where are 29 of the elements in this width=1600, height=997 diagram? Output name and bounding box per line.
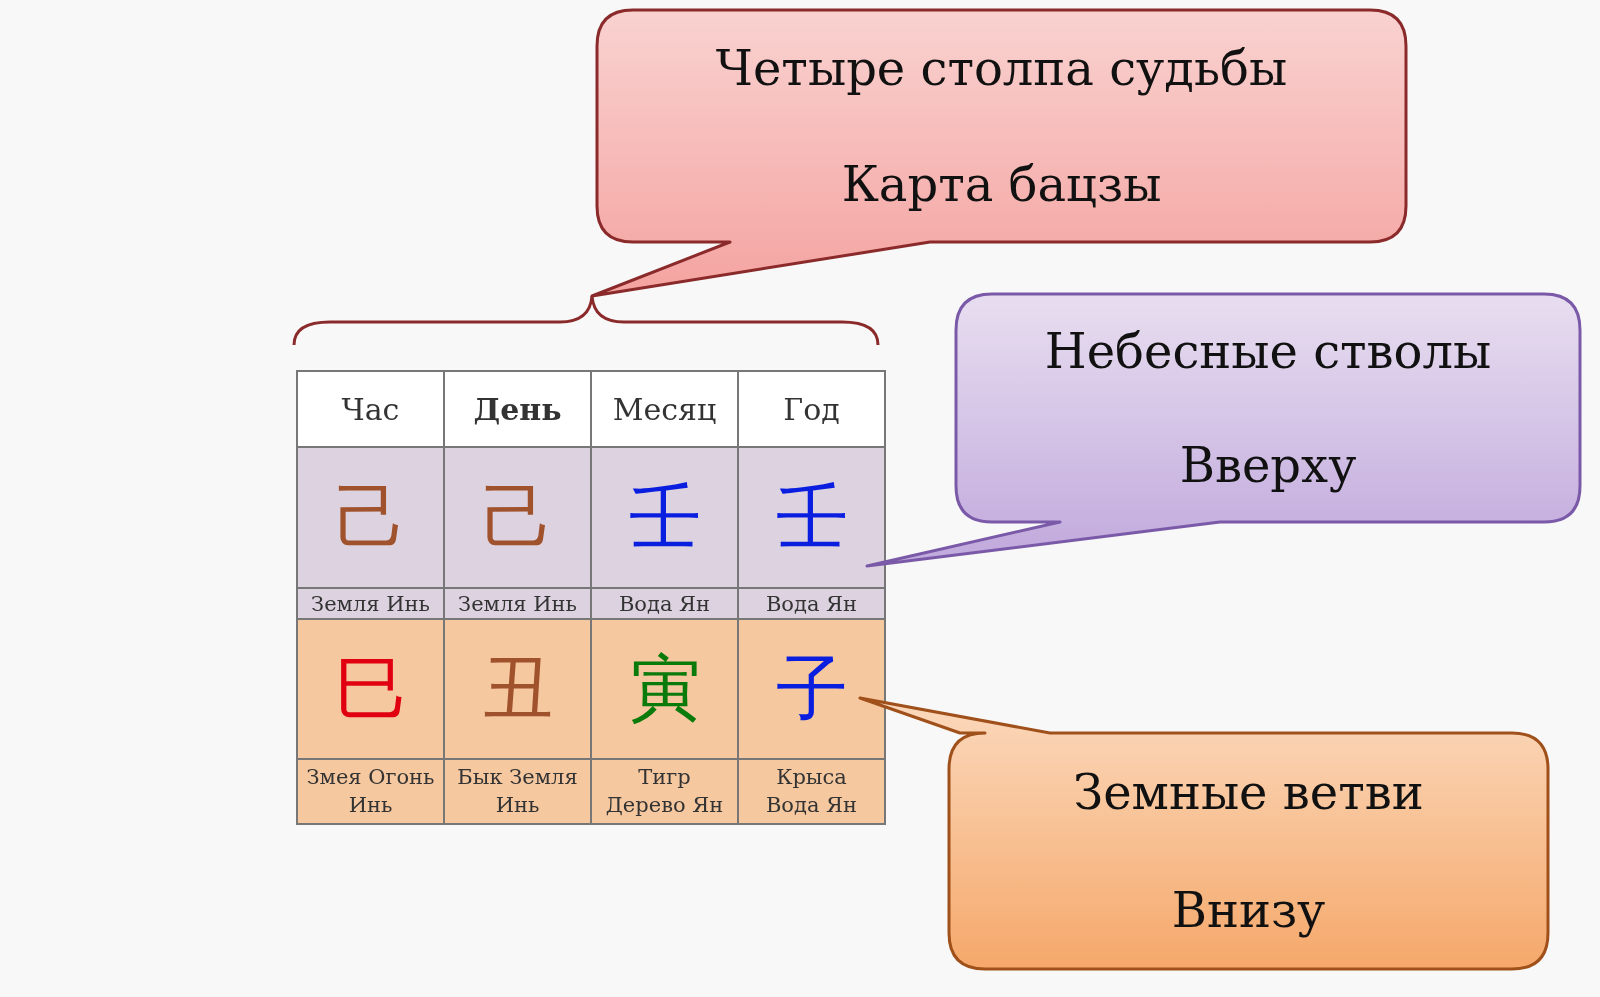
cell-text: Вода Ян [618, 591, 711, 616]
callout-text: Вверху [1179, 437, 1357, 493]
hanzi-character: 丑 [481, 645, 554, 732]
speech-bubble [857, 695, 1551, 972]
hanzi-character: 巳 [334, 645, 407, 732]
speech-bubble [864, 291, 1583, 569]
column-header: День [473, 391, 562, 427]
hanzi-character: 壬 [628, 473, 701, 561]
column-header: Месяц [612, 391, 717, 427]
hanzi-character: 寅 [628, 645, 701, 732]
cell-text: Земля Инь [311, 591, 430, 616]
hanzi-character: 己 [481, 473, 554, 561]
callout-text: Небесные стволы [1044, 323, 1492, 379]
cell-text: Крыса Вода Ян [764, 764, 859, 819]
cell-text: Вода Ян [765, 591, 858, 616]
callout-text: Земные ветви [1073, 764, 1424, 820]
hanzi-character: 壬 [775, 473, 848, 561]
cell-text: Бык Земля Инь [456, 764, 579, 819]
speech-bubble [589, 7, 1409, 299]
callout-text: Четыре столпа судьбы [715, 40, 1288, 96]
callout-text: Внизу [1171, 882, 1326, 938]
cell-text: Змея Огонь Инь [305, 764, 436, 819]
callout-text: Карта бацзы [841, 156, 1162, 212]
cell-text: Тигр Дерево Ян [604, 764, 725, 819]
hanzi-character: 子 [775, 645, 848, 732]
hanzi-character: 己 [334, 473, 407, 561]
cell-text: Земля Инь [458, 591, 577, 616]
column-header: Год [783, 391, 840, 427]
column-header: Час [341, 391, 400, 427]
